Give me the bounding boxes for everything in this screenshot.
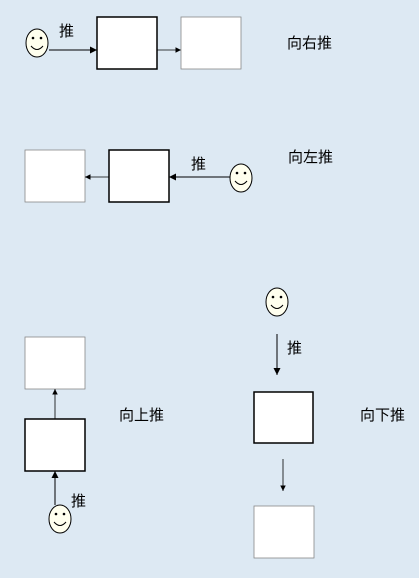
pushed-box — [108, 149, 170, 203]
push-label: 推 — [59, 22, 75, 40]
pushed-box — [24, 418, 86, 472]
smiley-face-icon — [48, 504, 72, 534]
caption-push-left: 向左推 — [288, 148, 334, 166]
pushed-box — [96, 16, 158, 70]
moved-box — [24, 149, 86, 203]
scene-push-down — [253, 287, 315, 559]
moved-box — [24, 336, 86, 390]
push-label: 推 — [71, 492, 87, 510]
moved-box — [253, 505, 315, 559]
caption-push-up: 向上推 — [119, 406, 165, 424]
push-label: 推 — [191, 155, 207, 173]
scene-push-up — [24, 336, 86, 534]
scene-push-right — [25, 16, 242, 70]
smiley-face-icon — [265, 287, 289, 317]
caption-push-right: 向右推 — [287, 34, 333, 52]
caption-push-down: 向下推 — [360, 406, 406, 424]
push-label: 推 — [287, 339, 303, 357]
smiley-face-icon — [25, 28, 49, 58]
smiley-face-icon — [229, 163, 253, 193]
pushed-box — [253, 391, 314, 444]
moved-box — [180, 16, 242, 70]
scene-push-left — [24, 149, 253, 203]
